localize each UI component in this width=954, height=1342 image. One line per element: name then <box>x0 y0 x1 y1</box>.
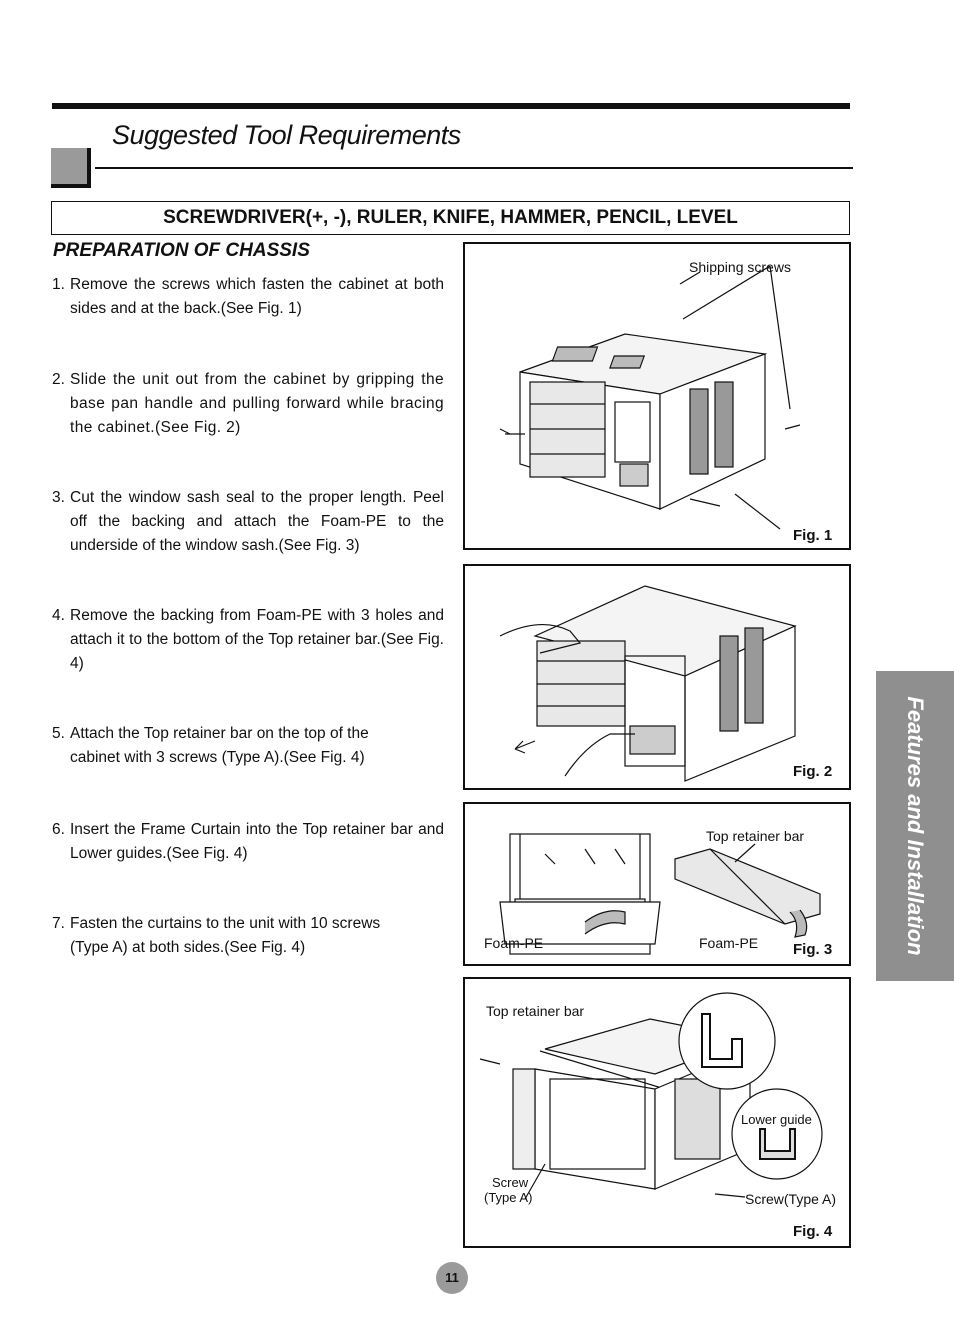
figure-1: Shipping screws Fig. 1 <box>463 242 851 550</box>
step-number: 1. <box>52 276 65 293</box>
screw-type-a-label-right: Screw(Type A) <box>745 1191 837 1207</box>
step-text: Fasten the curtains to the unit with 10 … <box>70 915 381 956</box>
step-3: 3. Cut the window sash seal to the prope… <box>52 486 444 558</box>
figure-3-label: Fig. 3 <box>793 941 833 958</box>
figure-1-label: Fig. 1 <box>793 527 833 544</box>
step-text: Attach the Top retainer bar on the top o… <box>70 725 369 766</box>
side-tab-label: Features and Installation <box>903 696 928 956</box>
step-6: 6. Insert the Frame Curtain into the Top… <box>52 818 444 866</box>
step-text: Remove the screws which fasten the cabin… <box>70 276 444 317</box>
header-marker <box>51 148 91 188</box>
screw-label-left: Screw <box>492 1175 529 1190</box>
figure-3: Top retainer bar Foam-PE Foam-PE Fig. 3 <box>463 802 851 966</box>
step-number: 6. <box>52 821 65 838</box>
foam-pe-label-left: Foam-PE <box>484 935 544 951</box>
step-5: 5. Attach the Top retainer bar on the to… <box>52 722 397 770</box>
air-conditioner-illustration <box>499 265 801 530</box>
page-title: Suggested Tool Requirements <box>112 120 461 150</box>
lower-guide-label: Lower guide <box>741 1112 812 1127</box>
step-text: Slide the unit out from the cabinet by g… <box>70 371 444 436</box>
figure-4: Top retainer bar Lower guide Screw (Type… <box>463 977 851 1248</box>
top-retainer-bar-label: Top retainer bar <box>706 828 805 844</box>
side-tab: Features and Installation <box>876 671 954 981</box>
tool-requirements-box: SCREWDRIVER(+, -), RULER, KNIFE, HAMMER,… <box>51 201 850 235</box>
figure-2: Fig. 2 <box>463 564 851 790</box>
step-1: 1. Remove the screws which fasten the ca… <box>52 273 444 321</box>
step-7: 7. Fasten the curtains to the unit with … <box>52 912 407 960</box>
header-rule <box>52 103 850 109</box>
step-text: Insert the Frame Curtain into the Top re… <box>70 821 444 862</box>
title-underline <box>95 167 853 169</box>
figure-2-label: Fig. 2 <box>793 763 833 780</box>
step-4: 4. Remove the backing from Foam-PE with … <box>52 604 444 676</box>
figure-4-label: Fig. 4 <box>793 1223 833 1240</box>
foam-pe-installation-illustration <box>499 833 821 955</box>
shipping-screws-label: Shipping screws <box>689 259 791 275</box>
top-retainer-bar-label: Top retainer bar <box>486 1003 585 1019</box>
step-2: 2. Slide the unit out from the cabinet b… <box>52 368 444 440</box>
step-number: 7. <box>52 915 65 932</box>
screw-type-label-left: (Type A) <box>484 1190 533 1205</box>
step-number: 5. <box>52 725 65 742</box>
curtain-installation-illustration <box>479 992 823 1200</box>
section-heading: PREPARATION OF CHASSIS <box>53 240 310 261</box>
step-number: 2. <box>52 371 65 388</box>
step-text: Remove the backing from Foam-PE with 3 h… <box>70 607 444 672</box>
chassis-slide-out-illustration <box>499 585 797 782</box>
foam-pe-label-right: Foam-PE <box>699 935 759 951</box>
step-number: 3. <box>52 489 65 506</box>
step-number: 4. <box>52 607 65 624</box>
page-number: 11 <box>436 1262 468 1294</box>
step-text: Cut the window sash seal to the proper l… <box>70 489 444 554</box>
